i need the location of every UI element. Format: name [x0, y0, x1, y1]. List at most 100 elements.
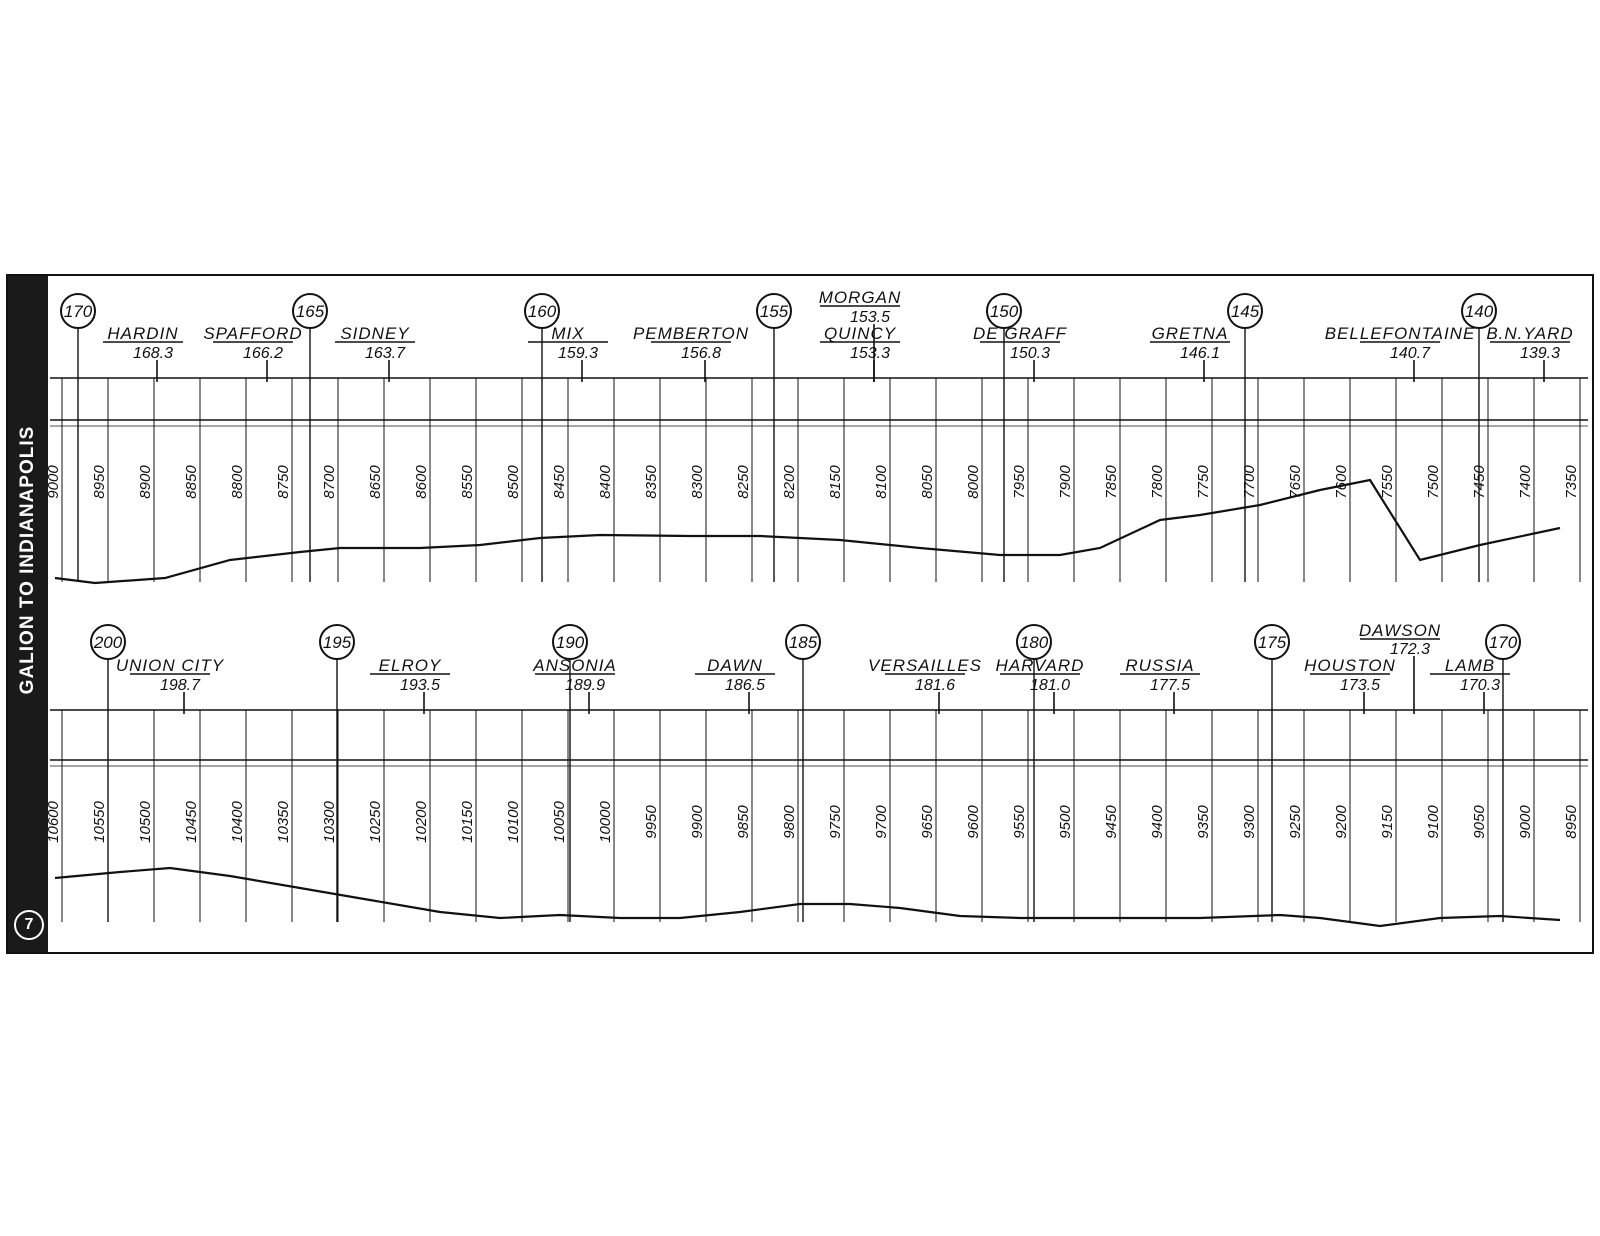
- station-milepost: 166.2: [243, 345, 283, 362]
- elevation-label: 8350: [643, 465, 660, 499]
- milepost-label: 190: [556, 633, 585, 652]
- station-milepost: 153.3: [850, 345, 890, 362]
- milepost-label: 170: [1489, 633, 1518, 652]
- station-milepost: 177.5: [1150, 677, 1190, 694]
- elevation-label: 7850: [1103, 465, 1120, 499]
- station-name: MORGAN: [819, 288, 902, 307]
- elevation-label: 8850: [183, 465, 200, 499]
- side-title-strip: [8, 276, 48, 952]
- elevation-label: 9800: [781, 805, 798, 839]
- station-name: SPAFFORD: [203, 324, 302, 343]
- station-name: LAMB: [1445, 656, 1495, 675]
- elevation-label: 8250: [735, 465, 752, 499]
- elevation-label: 9750: [827, 805, 844, 839]
- station-name: HARDIN: [107, 324, 178, 343]
- page-number: 7: [14, 910, 44, 940]
- elevation-label: 9000: [45, 465, 62, 499]
- station-name: PEMBERTON: [633, 324, 749, 343]
- elevation-label: 10500: [137, 800, 154, 842]
- elevation-label: 8100: [873, 465, 890, 499]
- elevation-label: 10450: [183, 800, 200, 842]
- elevation-label: 8800: [229, 465, 246, 499]
- station-milepost: 168.3: [133, 345, 173, 362]
- elevation-label: 7900: [1057, 465, 1074, 499]
- station-milepost: 163.7: [365, 345, 406, 362]
- elevation-label: 7350: [1563, 465, 1580, 499]
- elevation-label: 9450: [1103, 805, 1120, 839]
- elevation-label: 8750: [275, 465, 292, 499]
- elevation-label: 9050: [1471, 805, 1488, 839]
- elevation-label: 10400: [229, 800, 246, 842]
- elevation-label: 9250: [1287, 805, 1304, 839]
- station-milepost: 139.3: [1520, 345, 1560, 362]
- elevation-label: 7400: [1517, 465, 1534, 499]
- elevation-label: 8200: [781, 465, 798, 499]
- elevation-label: 9300: [1241, 805, 1258, 839]
- station-name: DAWSON: [1359, 621, 1441, 640]
- elevation-label: 8900: [137, 465, 154, 499]
- milepost-label: 180: [1020, 633, 1049, 652]
- elevation-label: 10200: [413, 800, 430, 842]
- elevation-label: 9900: [689, 805, 706, 839]
- station-milepost: 186.5: [725, 677, 765, 694]
- station-milepost: 140.7: [1390, 345, 1431, 362]
- elevation-label: 10150: [459, 800, 476, 842]
- station-name: GRETNA: [1152, 324, 1229, 343]
- station-name: RUSSIA: [1125, 656, 1194, 675]
- elevation-label: 8650: [367, 465, 384, 499]
- elevation-label: 8950: [1563, 805, 1580, 839]
- station-name: DAWN: [707, 656, 763, 675]
- elevation-label: 7650: [1287, 465, 1304, 499]
- station-name: HARVARD: [996, 656, 1085, 675]
- grade-profile-line: [54, 866, 1561, 928]
- milepost-label: 195: [323, 633, 352, 652]
- station-name: QUINCY: [824, 324, 897, 343]
- elevation-label: 10550: [91, 800, 108, 842]
- elevation-label: 7550: [1379, 465, 1396, 499]
- milepost-label: 155: [760, 302, 789, 321]
- station-name: MIX: [551, 324, 584, 343]
- station-name: B.N.YARD: [1486, 324, 1573, 343]
- station-name: BELLEFONTAINE: [1325, 324, 1476, 343]
- station-name: DE GRAFF: [973, 324, 1068, 343]
- elevation-label: 9950: [643, 805, 660, 839]
- elevation-label: 8700: [321, 465, 338, 499]
- milepost-label: 145: [1231, 302, 1260, 321]
- elevation-label: 9550: [1011, 805, 1028, 839]
- elevation-label: 7500: [1425, 465, 1442, 499]
- elevation-label: 10600: [45, 800, 62, 842]
- profile-sheet: [6, 274, 1594, 954]
- elevation-label: 7950: [1011, 465, 1028, 499]
- station-milepost: 150.3: [1010, 345, 1050, 362]
- station-name: VERSAILLES: [868, 656, 982, 675]
- milepost-label: 170: [64, 302, 93, 321]
- elevation-label: 9650: [919, 805, 936, 839]
- milepost-label: 140: [1465, 302, 1494, 321]
- grade-profile-line: [54, 478, 1561, 585]
- milepost-label: 200: [93, 633, 123, 652]
- elevation-label: 9700: [873, 805, 890, 839]
- elevation-label: 9350: [1195, 805, 1212, 839]
- station-name: HOUSTON: [1304, 656, 1396, 675]
- elevation-label: 8000: [965, 465, 982, 499]
- elevation-label: 9200: [1333, 805, 1350, 839]
- elevation-label: 8400: [597, 465, 614, 499]
- elevation-label: 10250: [367, 800, 384, 842]
- elevation-label: 9000: [1517, 805, 1534, 839]
- station-milepost: 189.9: [565, 677, 605, 694]
- elevation-label: 7800: [1149, 465, 1166, 499]
- elevation-label: 7700: [1241, 465, 1258, 499]
- elevation-label: 8950: [91, 465, 108, 499]
- elevation-label: 8300: [689, 465, 706, 499]
- station-milepost: 181.0: [1030, 677, 1070, 694]
- milepost-label: 185: [789, 633, 818, 652]
- elevation-label: 9100: [1425, 805, 1442, 839]
- station-milepost: 198.7: [160, 677, 201, 694]
- elevation-label: 9150: [1379, 805, 1396, 839]
- elevation-label: 8550: [459, 465, 476, 499]
- station-milepost: 156.8: [681, 345, 721, 362]
- station-milepost: 170.3: [1460, 677, 1500, 694]
- elevation-label: 10350: [275, 800, 292, 842]
- elevation-label: 10000: [597, 800, 614, 842]
